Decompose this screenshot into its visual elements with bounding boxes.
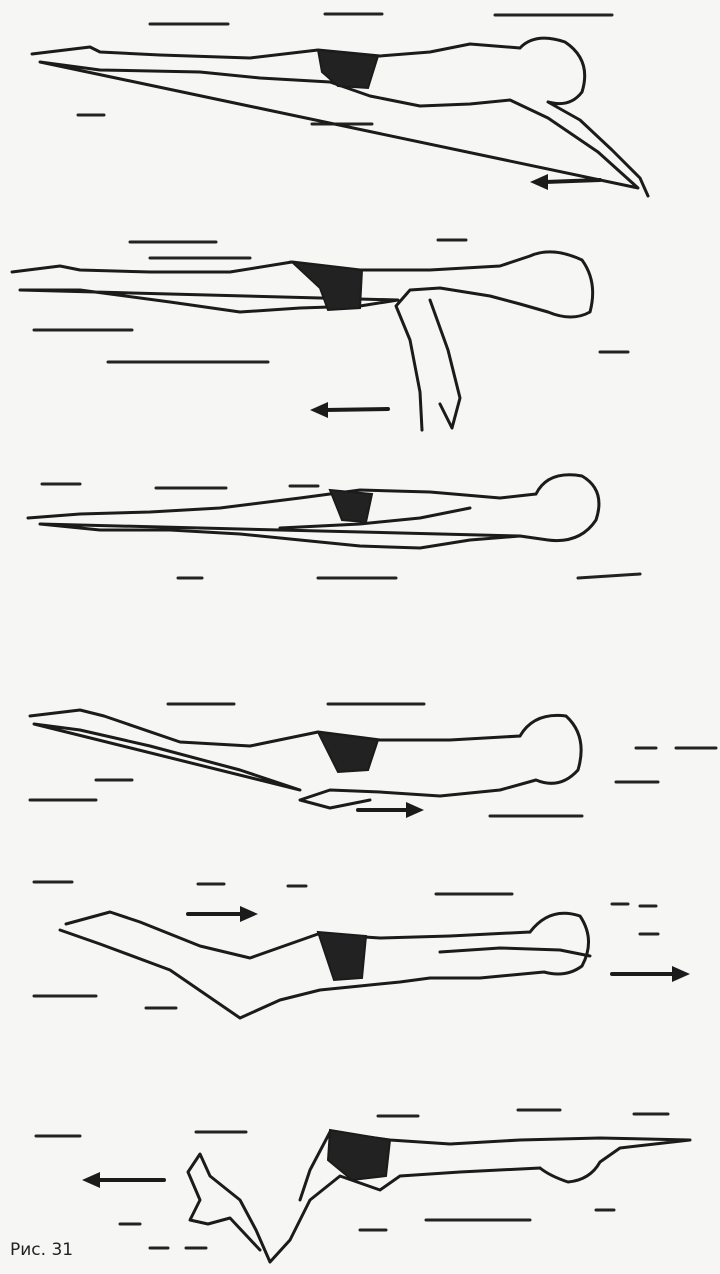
swimmer-phase-3 xyxy=(28,475,640,578)
swimmer-phase-4 xyxy=(30,704,716,818)
direction-arrow-left xyxy=(310,402,388,418)
swim-trunks xyxy=(292,262,362,310)
direction-arrow-right xyxy=(358,802,424,818)
figure-caption: Рис. 31 xyxy=(10,1240,73,1260)
swimmer-phase-2 xyxy=(12,240,628,430)
water-lines xyxy=(30,704,716,816)
swimmer-phase-5 xyxy=(34,882,690,1018)
swimmer-outline xyxy=(12,252,593,430)
swim-trunks xyxy=(330,490,372,522)
swim-trunks xyxy=(318,932,366,980)
direction-arrow-left xyxy=(82,1172,164,1188)
swimmer-outline xyxy=(60,912,590,1018)
direction-arrow-right xyxy=(188,906,258,922)
swim-trunks xyxy=(328,1130,390,1180)
swimmer-outline xyxy=(30,710,581,808)
swimmer-phase-6 xyxy=(36,1110,690,1262)
swimmer-outline xyxy=(188,1132,690,1262)
swimmer-phase-1 xyxy=(32,14,648,196)
direction-arrow-right xyxy=(612,966,690,982)
swim-trunks xyxy=(318,732,378,772)
